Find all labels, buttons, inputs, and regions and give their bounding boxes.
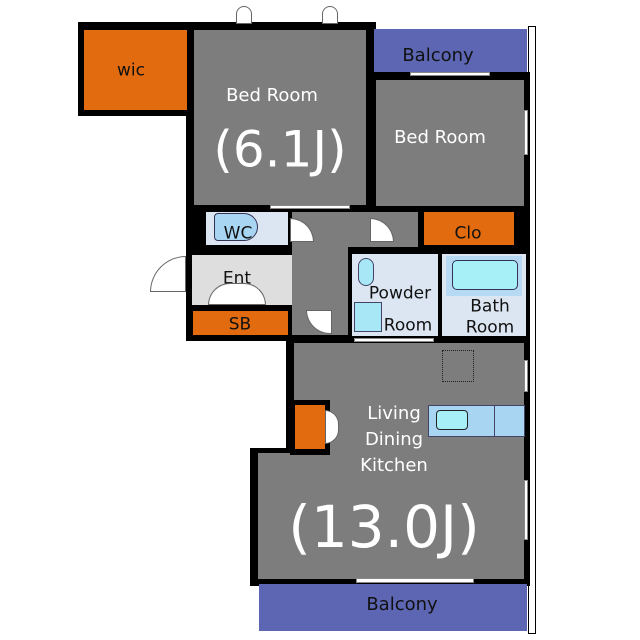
- window: [410, 72, 490, 76]
- bedroom-1-label: Bed Room: [226, 85, 318, 107]
- balcony-top: [374, 29, 527, 72]
- closet-label: Clo: [454, 223, 482, 244]
- window: [524, 480, 528, 540]
- bedroom-2: [376, 80, 524, 206]
- powder-label-1: Powder: [368, 283, 432, 304]
- ldk-label-1: Living: [367, 403, 421, 425]
- wic-room: [84, 30, 187, 110]
- washer-icon: [354, 302, 382, 332]
- window: [524, 110, 528, 155]
- bathtub-icon: [452, 260, 518, 290]
- ldk-size: (13.0J): [288, 493, 480, 562]
- balcony-top-label: Balcony: [402, 45, 474, 67]
- bedroom-1: [194, 30, 366, 205]
- balcony-bottom-label: Balcony: [366, 594, 438, 616]
- storage-sb-label: SB: [228, 314, 252, 335]
- window: [524, 360, 528, 392]
- balcony-bottom: [259, 584, 527, 631]
- ldk-label-3: Kitchen: [360, 455, 428, 477]
- pantry: [295, 405, 325, 449]
- window: [356, 578, 474, 583]
- bedroom-1-size: (6.1J): [213, 120, 347, 179]
- ldk-label-2: Dining: [364, 429, 424, 451]
- ldk: [258, 453, 524, 579]
- bedroom-2-label: Bed Room: [394, 127, 486, 149]
- window: [354, 338, 434, 342]
- closet: [424, 212, 514, 245]
- sink-icon: [358, 258, 374, 286]
- toilet-icon: [214, 213, 258, 241]
- bath-label-2: Room: [465, 317, 515, 338]
- door[interactable]: [236, 6, 252, 24]
- storage-sb: [193, 311, 288, 335]
- bath-label-1: Bath: [470, 296, 510, 317]
- window: [270, 205, 350, 209]
- stove-divider: [494, 406, 495, 436]
- wc-label: WC: [223, 223, 253, 244]
- powder-label-2: Room: [383, 315, 433, 336]
- kitchen-sink-icon: [436, 410, 468, 430]
- ceiling-hatch-icon: [442, 350, 474, 382]
- wic-label: wic: [117, 60, 145, 81]
- entrance-door[interactable]: [150, 256, 186, 292]
- door[interactable]: [322, 6, 338, 24]
